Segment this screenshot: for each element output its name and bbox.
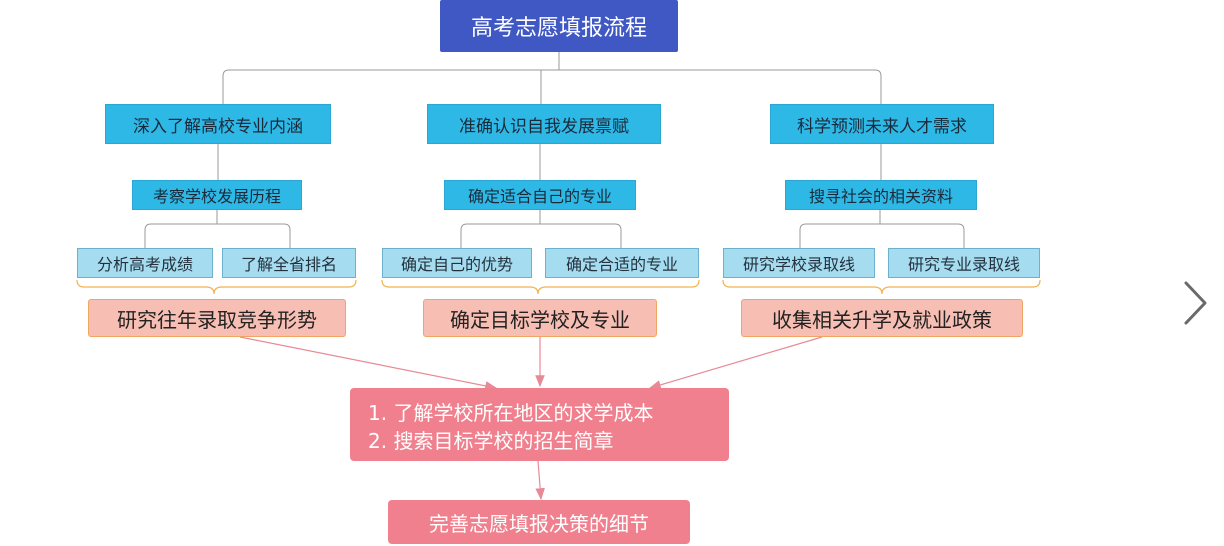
leaf-3-2: 研究专业录取线	[888, 248, 1040, 278]
final-step: 完善志愿填报决策的细节	[388, 500, 690, 544]
summary-2: 确定目标学校及专业	[423, 299, 657, 337]
step-2: 2. 搜索目标学校的招生简章	[368, 429, 614, 453]
summary-3: 收集相关升学及就业政策	[741, 299, 1023, 337]
branch-heading-2: 准确认识自我发展禀赋	[427, 104, 661, 144]
leaf-2-1: 确定自己的优势	[382, 248, 532, 278]
brace-2	[381, 279, 700, 295]
arrow-summary-1	[239, 336, 498, 391]
brace-1	[76, 279, 357, 295]
connector-branches	[222, 69, 882, 104]
connector-leaves-2	[460, 223, 622, 248]
chevron-right-icon	[1184, 281, 1207, 325]
brace-3	[722, 279, 1041, 295]
leaf-1-2: 了解全省排名	[222, 248, 356, 278]
arrow-final	[535, 460, 545, 501]
connector-leaves-1	[144, 223, 291, 248]
branch-sub-2: 确定适合自己的专业	[444, 180, 636, 210]
next-page-button[interactable]	[1176, 278, 1216, 328]
step-1: 1. 了解学校所在地区的求学成本	[368, 401, 654, 425]
branch-heading-3: 科学预测未来人才需求	[770, 104, 994, 144]
branch-heading-1: 深入了解高校专业内涵	[105, 104, 331, 144]
connector-leaves-3	[799, 223, 965, 248]
arrow-summary-3	[648, 336, 823, 390]
summary-1: 研究往年录取竞争形势	[88, 299, 346, 337]
leaf-1-1: 分析高考成绩	[77, 248, 213, 278]
branch-sub-3: 搜寻社会的相关资料	[785, 180, 977, 210]
leaf-3-1: 研究学校录取线	[723, 248, 875, 278]
leaf-2-2: 确定合适的专业	[545, 248, 699, 278]
steps-box: 1. 了解学校所在地区的求学成本 2. 搜索目标学校的招生简章	[350, 388, 729, 461]
branch-sub-1: 考察学校发展历程	[132, 180, 302, 210]
diagram-title: 高考志愿填报流程	[440, 0, 678, 52]
